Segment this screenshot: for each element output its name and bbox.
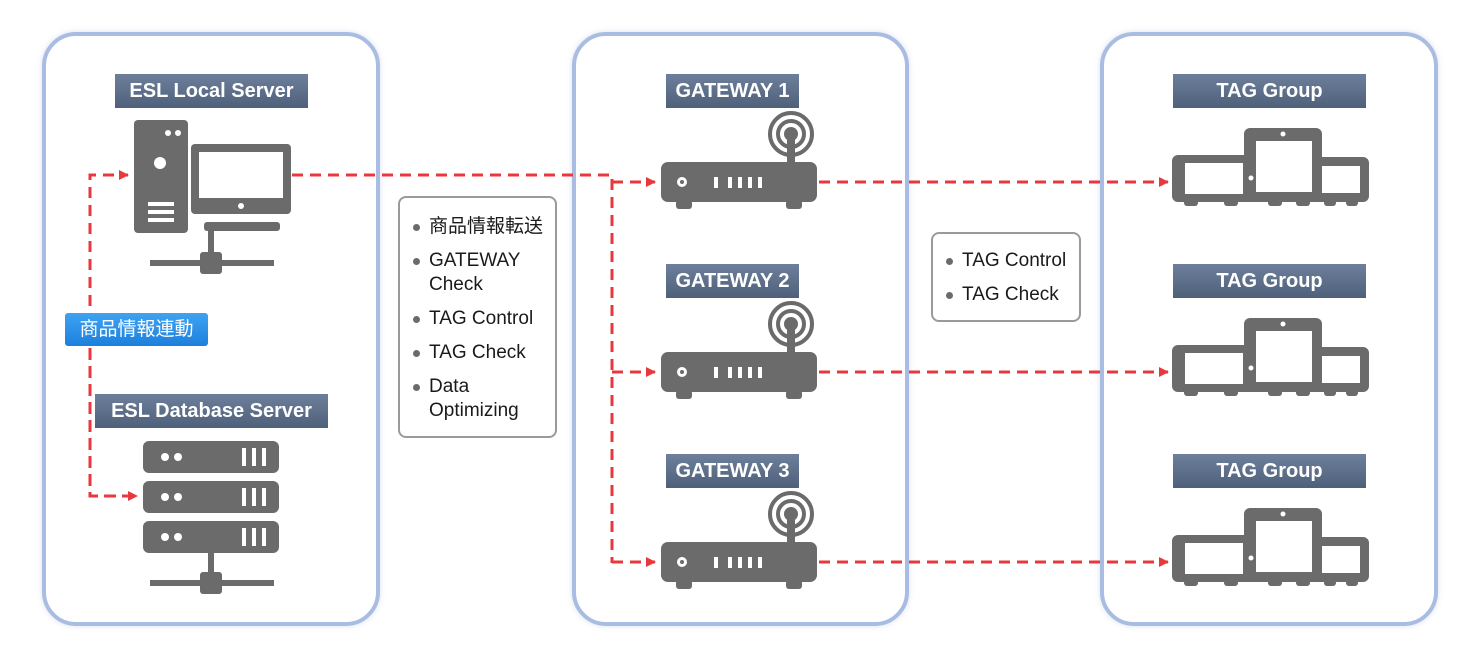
- tag-function-item: TAG Control: [946, 249, 1079, 273]
- database-server-icon: [143, 441, 279, 594]
- transfer-item-label: TAG Control: [429, 308, 534, 329]
- gateway-3-title: GATEWAY 3: [666, 454, 799, 488]
- bullet-icon: [413, 350, 420, 357]
- transfer-item-label: 商品情報転送: [429, 216, 544, 237]
- transfer-item: TAG Control: [413, 307, 555, 331]
- transfer-item-label: GATEWAY Check: [429, 250, 521, 295]
- tag-function-label: TAG Check: [962, 284, 1059, 305]
- transfer-item-label: Data Optimizing: [429, 376, 519, 421]
- server-sync-arrow-down: [88, 330, 138, 501]
- bullet-icon: [413, 258, 420, 265]
- database-server-title: ESL Database Server: [95, 394, 328, 428]
- tag-functions-box: TAG Control TAG Check: [931, 232, 1081, 322]
- product-info-link-badge: 商品情報連動: [65, 313, 208, 346]
- tag-group-2-title: TAG Group: [1173, 264, 1366, 298]
- gateway-panel: [572, 32, 909, 626]
- gateway-2-title: GATEWAY 2: [666, 264, 799, 298]
- tag-group-3-devices-icon: [1172, 508, 1369, 586]
- gateway-1-title: GATEWAY 1: [666, 74, 799, 108]
- bullet-icon: [413, 316, 420, 323]
- gateway-2-router-icon: [661, 301, 817, 399]
- tag-function-label: TAG Control: [962, 250, 1067, 271]
- bullet-icon: [946, 292, 953, 299]
- local-server-title: ESL Local Server: [115, 74, 308, 108]
- transfer-item: Data Optimizing: [413, 375, 555, 423]
- tag-group-2-devices-icon: [1172, 318, 1369, 396]
- local-server-icon: [134, 120, 291, 274]
- gateway-3-router-icon: [661, 491, 817, 589]
- tag-group-1-devices-icon: [1172, 128, 1369, 206]
- transfer-item: GATEWAY Check: [413, 249, 555, 297]
- transfer-item-label: TAG Check: [429, 342, 526, 363]
- transfer-functions-box: 商品情報転送 GATEWAY Check TAG Control TAG Che…: [398, 196, 557, 438]
- gateway-1-router-icon: [661, 111, 817, 209]
- bullet-icon: [413, 384, 420, 391]
- tag-group-3-title: TAG Group: [1173, 454, 1366, 488]
- tag-group-1-title: TAG Group: [1173, 74, 1366, 108]
- bullet-icon: [413, 224, 420, 231]
- transfer-item: TAG Check: [413, 341, 555, 365]
- transfer-item: 商品情報転送: [413, 215, 555, 239]
- server-to-gateway-line: [292, 173, 614, 563]
- tag-function-item: TAG Check: [946, 283, 1079, 307]
- bullet-icon: [946, 258, 953, 265]
